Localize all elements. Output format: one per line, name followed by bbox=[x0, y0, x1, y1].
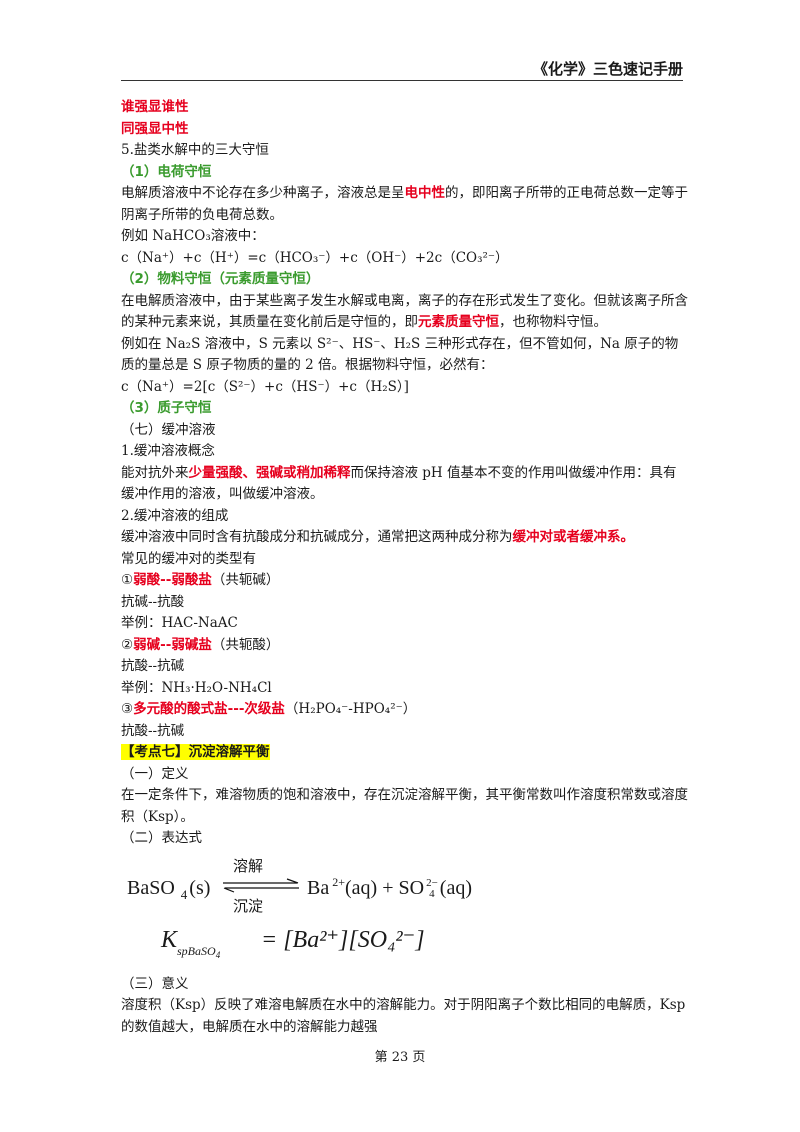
example-line: 举例：HAC-NaAC bbox=[121, 615, 238, 631]
text: ，也称物料守恒。 bbox=[499, 314, 607, 330]
text: 电解质溶液中不论存在多少种离子，溶液总是呈 bbox=[121, 185, 405, 201]
formula-line: c（Na⁺）=2[c（S²⁻）+c（HS⁻）+c（H₂S）] bbox=[121, 378, 409, 395]
reversible-arrow-icon bbox=[223, 877, 299, 893]
text-line: 抗碱--抗酸 bbox=[121, 593, 185, 610]
paragraph: 电解质溶液中不论存在多少种离子，溶液总是呈电中性的，即阳离子所带的正电荷总数一定… bbox=[121, 183, 689, 226]
highlight-text: 元素质量守恒 bbox=[418, 314, 499, 330]
paragraph: 溶度积（Ksp）反映了难溶电解质在水中的溶解能力。对于阴阳离子个数比相同的电解质… bbox=[121, 997, 686, 1035]
paragraph: 例如在 Na₂S 溶液中，S 元素以 S²⁻、HS⁻、H₂S 三种形式存在，但不… bbox=[121, 335, 679, 374]
text: 在电解质溶液中，由于某些离子发生水解或电离，离子的存在形式发生了变化。但就该离子… bbox=[121, 292, 688, 331]
buffer-type: ③多元酸的酸式盐---次级盐（H₂PO₄⁻-HPO₄²⁻） bbox=[121, 699, 689, 721]
example-line: 例如 NaHCO₃溶液中： bbox=[121, 228, 265, 244]
text-line: 常见的缓冲对的类型有 bbox=[121, 550, 256, 567]
paragraph: 能对抗外来少量强酸、强碱或稍加稀释而保持溶液 pH 值基本不变的作用叫做缓冲作用… bbox=[121, 463, 689, 506]
paragraph: 在电解质溶液中，由于某些离子发生水解或电离，离子的存在形式发生了变化。但就该离子… bbox=[121, 291, 689, 334]
section-heading: （三）意义 bbox=[121, 975, 189, 992]
text: 的，即阳离子所带的正电荷总数一定等于阴离子所带的负电荷总数。 bbox=[121, 185, 688, 223]
page-body: 谁强显谁性 同强显中性 5.盐类水解中的三大守恒 （1）电荷守恒 电解质溶液中不… bbox=[121, 97, 689, 1038]
arrow-label-top: 溶解 bbox=[233, 856, 264, 875]
buffer-type: ①弱酸--弱酸盐（共轭碱） bbox=[121, 570, 689, 592]
marker: ② bbox=[121, 636, 134, 653]
section-heading: （二）表达式 bbox=[121, 830, 202, 846]
topic-heading: 【考点七】沉淀溶解平衡 bbox=[121, 744, 270, 760]
text: 而保持溶液 pH 值基本不变的作用叫做缓冲作用：具有缓冲作用的溶液，叫做缓冲溶液… bbox=[121, 464, 677, 503]
example-line: 举例：NH₃·H₂O-NH₄Cl bbox=[121, 679, 272, 696]
text-line: 抗酸--抗碱 bbox=[121, 722, 185, 739]
ksp-rhs: = [Ba²⁺][SO₄²⁻] bbox=[261, 926, 425, 953]
highlight-text: 弱碱--弱碱盐 bbox=[133, 636, 212, 653]
highlight-text: 多元酸的酸式盐---次级盐 bbox=[133, 701, 285, 717]
rule-line: 谁强显谁性 bbox=[121, 99, 189, 115]
section-heading: 1.缓冲溶液概念 bbox=[121, 443, 215, 459]
subsection-heading: （1）电荷守恒 bbox=[121, 163, 212, 180]
highlight-text: 弱酸--弱酸盐 bbox=[133, 572, 212, 588]
formula-line: c（Na⁺）+c（H⁺）=c（HCO₃⁻）+c（OH⁻）+2c（CO₃²⁻） bbox=[121, 249, 509, 266]
highlight-text: 缓冲对或者缓冲系。 bbox=[512, 529, 635, 545]
marker: ③ bbox=[121, 701, 134, 717]
text-line: 抗酸--抗碱 bbox=[121, 658, 185, 674]
section-heading: 5.盐类水解中的三大守恒 bbox=[121, 142, 269, 158]
header-rule bbox=[121, 80, 683, 81]
text: （H₂PO₄⁻-HPO₄²⁻） bbox=[284, 701, 417, 717]
buffer-type: ②弱碱--弱碱盐（共轭酸） bbox=[121, 635, 689, 657]
rule-line: 同强显中性 bbox=[121, 120, 189, 137]
text: （共轭碱） bbox=[211, 572, 280, 588]
subsection-heading: （3）质子守恒 bbox=[121, 400, 212, 416]
topic-heading-row: 【考点七】沉淀溶解平衡 bbox=[121, 742, 689, 764]
ksp-symbol: KspBaSO4 bbox=[161, 926, 221, 960]
paragraph: 在一定条件下，难溶物质的饱和溶液中，存在沉淀溶解平衡，其平衡常数叫作溶度积常数或… bbox=[121, 787, 688, 825]
section-heading: （七）缓冲溶液 bbox=[121, 421, 216, 438]
highlight-text: 电中性 bbox=[404, 185, 446, 201]
paragraph: 缓冲溶液中同时含有抗酸成分和抗碱成分，通常把这两种成分称为缓冲对或者缓冲系。 bbox=[121, 527, 689, 549]
document-header-title: 《化学》三色速记手册 bbox=[532, 60, 683, 78]
text: （共轭酸） bbox=[211, 636, 280, 653]
arrow-label-bottom: 沉淀 bbox=[233, 896, 264, 915]
section-heading: 2.缓冲溶液的组成 bbox=[121, 507, 229, 524]
section-heading: （一）定义 bbox=[121, 765, 189, 782]
text: 缓冲溶液中同时含有抗酸成分和抗碱成分，通常把这两种成分称为 bbox=[121, 529, 513, 545]
subsection-heading: （2）物料守恒（元素质量守恒） bbox=[121, 271, 320, 287]
marker: ① bbox=[121, 572, 134, 588]
highlight-text: 少量强酸、强碱或稍加稀释 bbox=[188, 464, 351, 481]
page-number: 第 23 页 bbox=[374, 1050, 426, 1065]
ksp-expression: KspBaSO4 = [Ba²⁺][SO₄²⁻] bbox=[121, 924, 689, 974]
text: 能对抗外来 bbox=[121, 464, 189, 481]
